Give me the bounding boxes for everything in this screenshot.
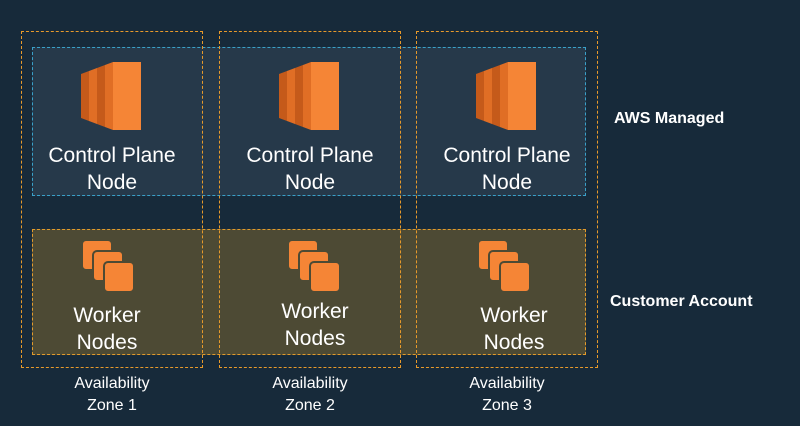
zone-label-line1: Availability [74, 375, 150, 392]
control-plane-label-line1: Control Plane [443, 144, 571, 167]
zone-label-line2: Zone 2 [285, 397, 335, 414]
control-plane-node-label: Control Plane Node [219, 142, 401, 196]
control-plane-ec2-icon [81, 60, 141, 132]
worker-nodes-ec2-icon [478, 240, 532, 294]
control-plane-label-line2: Node [86, 171, 138, 194]
control-plane-label-line2: Node [284, 171, 336, 194]
control-plane-label-line1: Control Plane [246, 144, 374, 167]
availability-zone-label: Availability Zone 1 [21, 373, 203, 417]
control-plane-ec2-icon [279, 60, 339, 132]
control-plane-ec2-icon [476, 60, 536, 132]
zone-label-line2: Zone 1 [87, 397, 137, 414]
aws-managed-label: AWS Managed [614, 110, 725, 127]
zone-label-line2: Zone 3 [482, 397, 532, 414]
worker-label-line1: Worker [480, 304, 548, 327]
availability-zone-3-box [416, 31, 598, 368]
worker-nodes-label: Worker Nodes [16, 302, 198, 356]
zone-label-line1: Availability [272, 375, 348, 392]
availability-zone-2-box [219, 31, 401, 368]
worker-label-line1: Worker [281, 300, 349, 323]
worker-label-line2: Nodes [76, 331, 138, 354]
customer-account-label: Customer Account [610, 293, 753, 310]
control-plane-node-label: Control Plane Node [21, 142, 203, 196]
worker-nodes-label: Worker Nodes [423, 302, 605, 356]
worker-label-line2: Nodes [483, 331, 545, 354]
availability-zone-1-box [21, 31, 203, 368]
worker-nodes-ec2-icon [288, 240, 342, 294]
worker-label-line1: Worker [73, 304, 141, 327]
control-plane-label-line2: Node [481, 171, 533, 194]
worker-nodes-ec2-icon [82, 240, 136, 294]
worker-nodes-label: Worker Nodes [224, 298, 406, 352]
worker-label-line2: Nodes [284, 327, 346, 350]
availability-zone-label: Availability Zone 2 [219, 373, 401, 417]
availability-zone-label: Availability Zone 3 [416, 373, 598, 417]
zone-label-line1: Availability [469, 375, 545, 392]
control-plane-label-line1: Control Plane [48, 144, 176, 167]
control-plane-node-label: Control Plane Node [416, 142, 598, 196]
